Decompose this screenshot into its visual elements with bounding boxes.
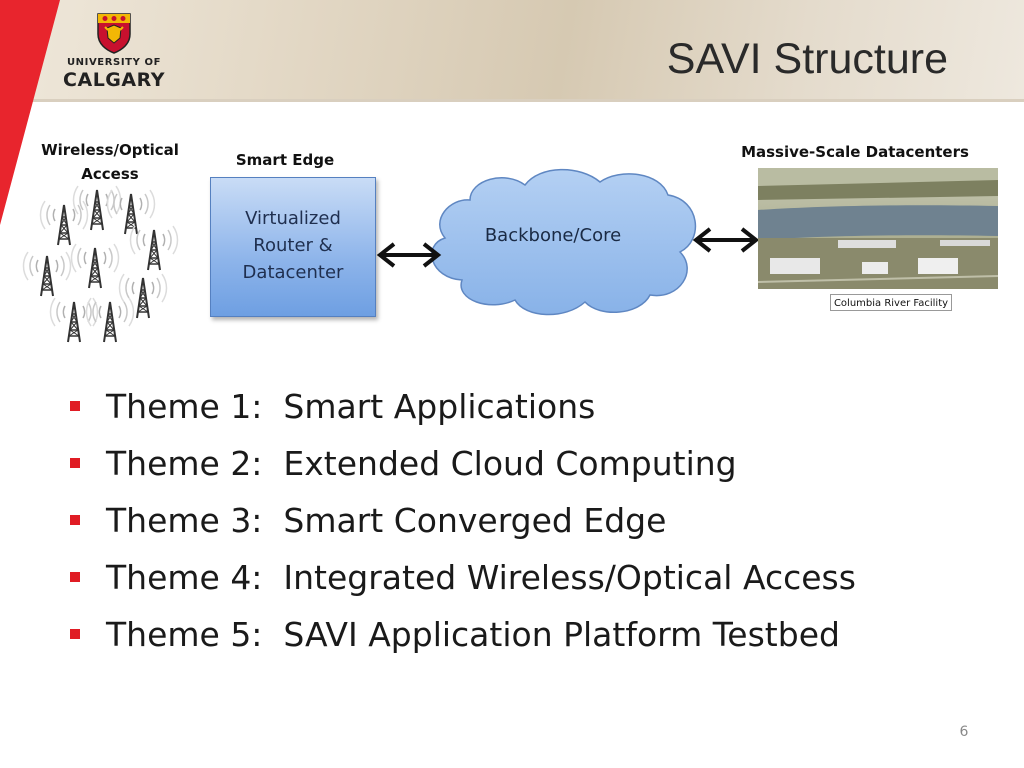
theme-text: Theme 5: SAVI Application Platform Testb… (106, 615, 840, 654)
themes-list: Theme 1: Smart Applications Theme 2: Ext… (68, 378, 856, 663)
smart-edge-box-text: Virtualized Router & Datacenter (210, 205, 376, 286)
theme-text: Theme 4: Integrated Wireless/Optical Acc… (106, 558, 856, 597)
bullet-square-icon (70, 458, 80, 468)
slide-title: SAVI Structure (666, 35, 948, 83)
slide-header (0, 0, 1024, 102)
logo-line-1: UNIVERSITY OF (66, 57, 162, 68)
datacenter-caption: Columbia River Facility (830, 294, 952, 311)
access-label-line-2: Access (81, 165, 139, 183)
cloud-shape (431, 168, 697, 316)
logo-line-2: CALGARY (63, 69, 165, 91)
edge-box-line: Router & (253, 235, 333, 256)
backbone-core-label: Backbone/Core (484, 225, 622, 246)
list-item: Theme 2: Extended Cloud Computing (68, 435, 856, 492)
page-number: 6 (959, 724, 969, 740)
crest-icon (97, 13, 131, 54)
access-label-line-1: Wireless/Optical (41, 141, 179, 159)
bullet-square-icon (70, 515, 80, 525)
datacenter-label: Massive-Scale Datacenters (741, 143, 969, 161)
list-item: Theme 1: Smart Applications (68, 378, 856, 435)
edge-label: Smart Edge (235, 151, 335, 169)
list-item: Theme 5: SAVI Application Platform Testb… (68, 606, 856, 663)
theme-text: Theme 3: Smart Converged Edge (106, 501, 667, 540)
double-arrow-icon (376, 242, 442, 268)
edge-box-line: Datacenter (242, 262, 344, 283)
bullet-square-icon (70, 572, 80, 582)
list-item: Theme 3: Smart Converged Edge (68, 492, 856, 549)
bullet-square-icon (70, 629, 80, 639)
double-arrow-icon (692, 227, 760, 253)
list-item: Theme 4: Integrated Wireless/Optical Acc… (68, 549, 856, 606)
university-logo: UNIVERSITY OF CALGARY (62, 12, 166, 92)
tower-icons (22, 185, 179, 343)
access-label: Wireless/Optical Access (30, 138, 190, 186)
edge-box-line: Virtualized (245, 208, 341, 229)
theme-text: Theme 2: Extended Cloud Computing (106, 444, 737, 483)
datacenter-photo (757, 168, 999, 289)
bullet-square-icon (70, 401, 80, 411)
smart-edge-box (210, 177, 376, 317)
theme-text: Theme 1: Smart Applications (106, 387, 596, 426)
